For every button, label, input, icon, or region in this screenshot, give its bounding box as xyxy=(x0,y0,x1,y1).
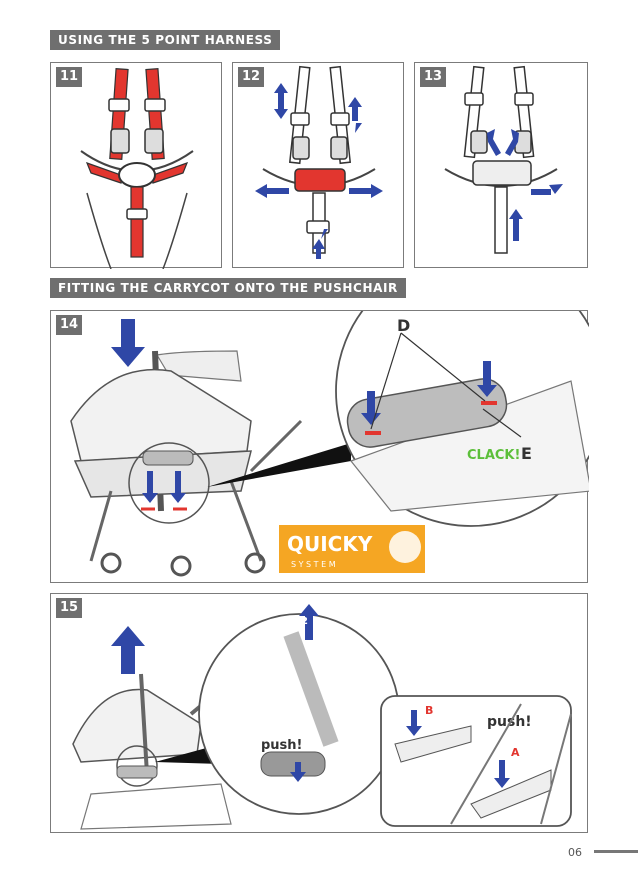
label-b: B xyxy=(425,704,433,717)
label-e: E xyxy=(521,444,532,463)
quicky-system-logo: QUICKY S Y S T E M xyxy=(279,525,425,573)
step-number: 14 xyxy=(56,315,82,335)
harness-illustration-13 xyxy=(444,65,563,254)
down-arrow-icon xyxy=(111,319,145,367)
label-clack: CLACK! xyxy=(467,448,520,463)
step-number: 12 xyxy=(238,67,264,87)
quicky-logo-text: QUICKY xyxy=(287,532,373,556)
step-12-panel: 12 xyxy=(232,62,404,268)
section-title-harness: USING THE 5 POINT HARNESS xyxy=(50,30,281,50)
step-number: 15 xyxy=(56,598,82,618)
label-a: A xyxy=(511,746,520,759)
section-title-carrycot: FITTING THE CARRYCOT ONTO THE PUSHCHAIR xyxy=(50,278,406,298)
page-number-rule xyxy=(594,850,638,853)
step-number: 11 xyxy=(56,67,82,87)
step-number: 13 xyxy=(420,67,446,87)
step-14-panel: 14 D CLACK! E xyxy=(50,310,589,583)
step-15-panel: 15 2 push! B push! A xyxy=(50,593,588,833)
carrycot-fitting-illustration: D CLACK! E QUICKY S Y S T E M xyxy=(70,311,589,577)
page-number: 06 xyxy=(568,846,582,859)
harness-illustration-12 xyxy=(255,65,383,259)
step-number-2: 2 xyxy=(301,616,308,627)
quicky-logo-subtext: S Y S T E M xyxy=(291,560,336,569)
harness-illustration-11 xyxy=(80,68,194,269)
step-11-panel: 11 xyxy=(50,62,222,269)
label-d: D xyxy=(397,316,410,335)
carrycot-removal-illustration: 2 push! B push! A xyxy=(72,604,572,830)
label-push-left: push! xyxy=(261,738,302,753)
step-13-panel: 13 xyxy=(414,62,588,268)
up-arrow-icon xyxy=(111,626,145,674)
